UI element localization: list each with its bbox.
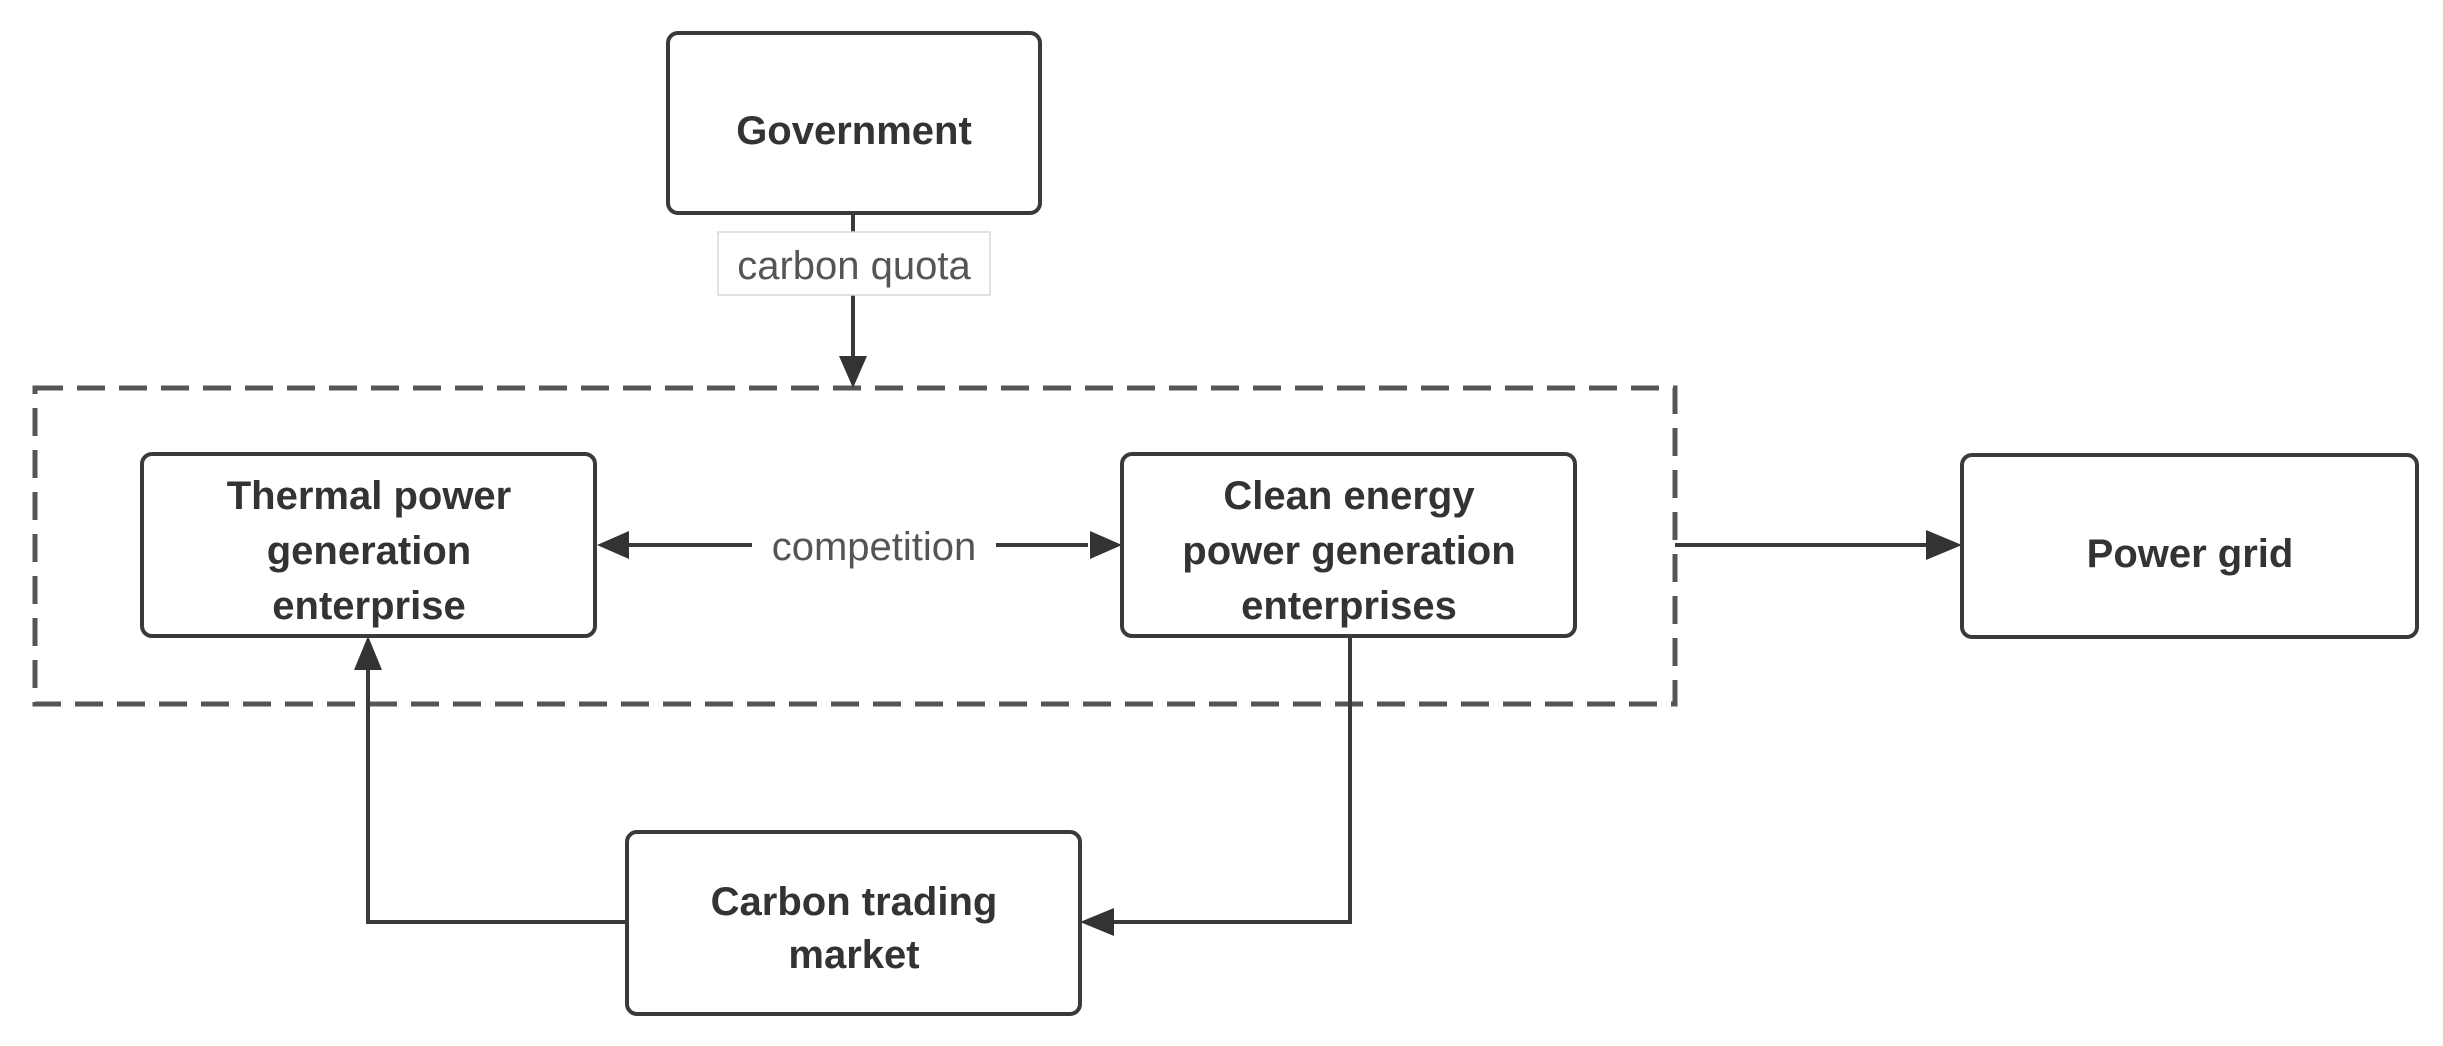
carbon-trading-market-label-line-2: market (788, 933, 919, 977)
carbon-trading-market-label-line-1: Carbon trading (711, 880, 998, 924)
power-grid-label: Power grid (2087, 532, 2294, 576)
competition-arrowhead-left (597, 531, 629, 559)
grid-arrowhead (1926, 530, 1962, 560)
government-label: Government (736, 109, 972, 153)
market-arrowhead (1080, 908, 1114, 936)
competition-label: competition (772, 525, 977, 569)
market-to-thermal-edge (354, 636, 627, 924)
group-to-grid-edge (1675, 530, 1962, 560)
thermal-arrowhead (354, 636, 382, 670)
carbon-quota-edge: carbon quota (717, 213, 991, 388)
clean-energy-node: Clean energy power generation enterprise… (1120, 452, 1577, 638)
thermal-power-label-line-2: generation (267, 529, 471, 573)
carbon-trading-market-node: Carbon trading market (625, 830, 1082, 1016)
carbon-quota-arrowhead (839, 356, 867, 388)
clean-to-market-edge (1080, 636, 1352, 936)
clean-energy-label-line-1: Clean energy (1223, 474, 1475, 518)
clean-energy-label-line-3: enterprises (1241, 584, 1457, 628)
generation-enterprises-group (32, 385, 1678, 707)
thermal-power-label-line-1: Thermal power (227, 474, 512, 518)
competition-edge: competition (597, 515, 1122, 573)
thermal-power-label-line-3: enterprise (272, 584, 465, 628)
competition-label-bg (752, 515, 996, 573)
clean-energy-label-line-2: power generation (1182, 529, 1515, 573)
thermal-power-node: Thermal power generation enterprise (140, 452, 597, 638)
carbon-quota-label: carbon quota (737, 244, 971, 288)
competition-arrowhead-right (1090, 531, 1122, 559)
carbon-quota-label-box (717, 231, 991, 296)
power-grid-node: Power grid (1960, 453, 2419, 639)
government-node: Government (666, 31, 1042, 215)
